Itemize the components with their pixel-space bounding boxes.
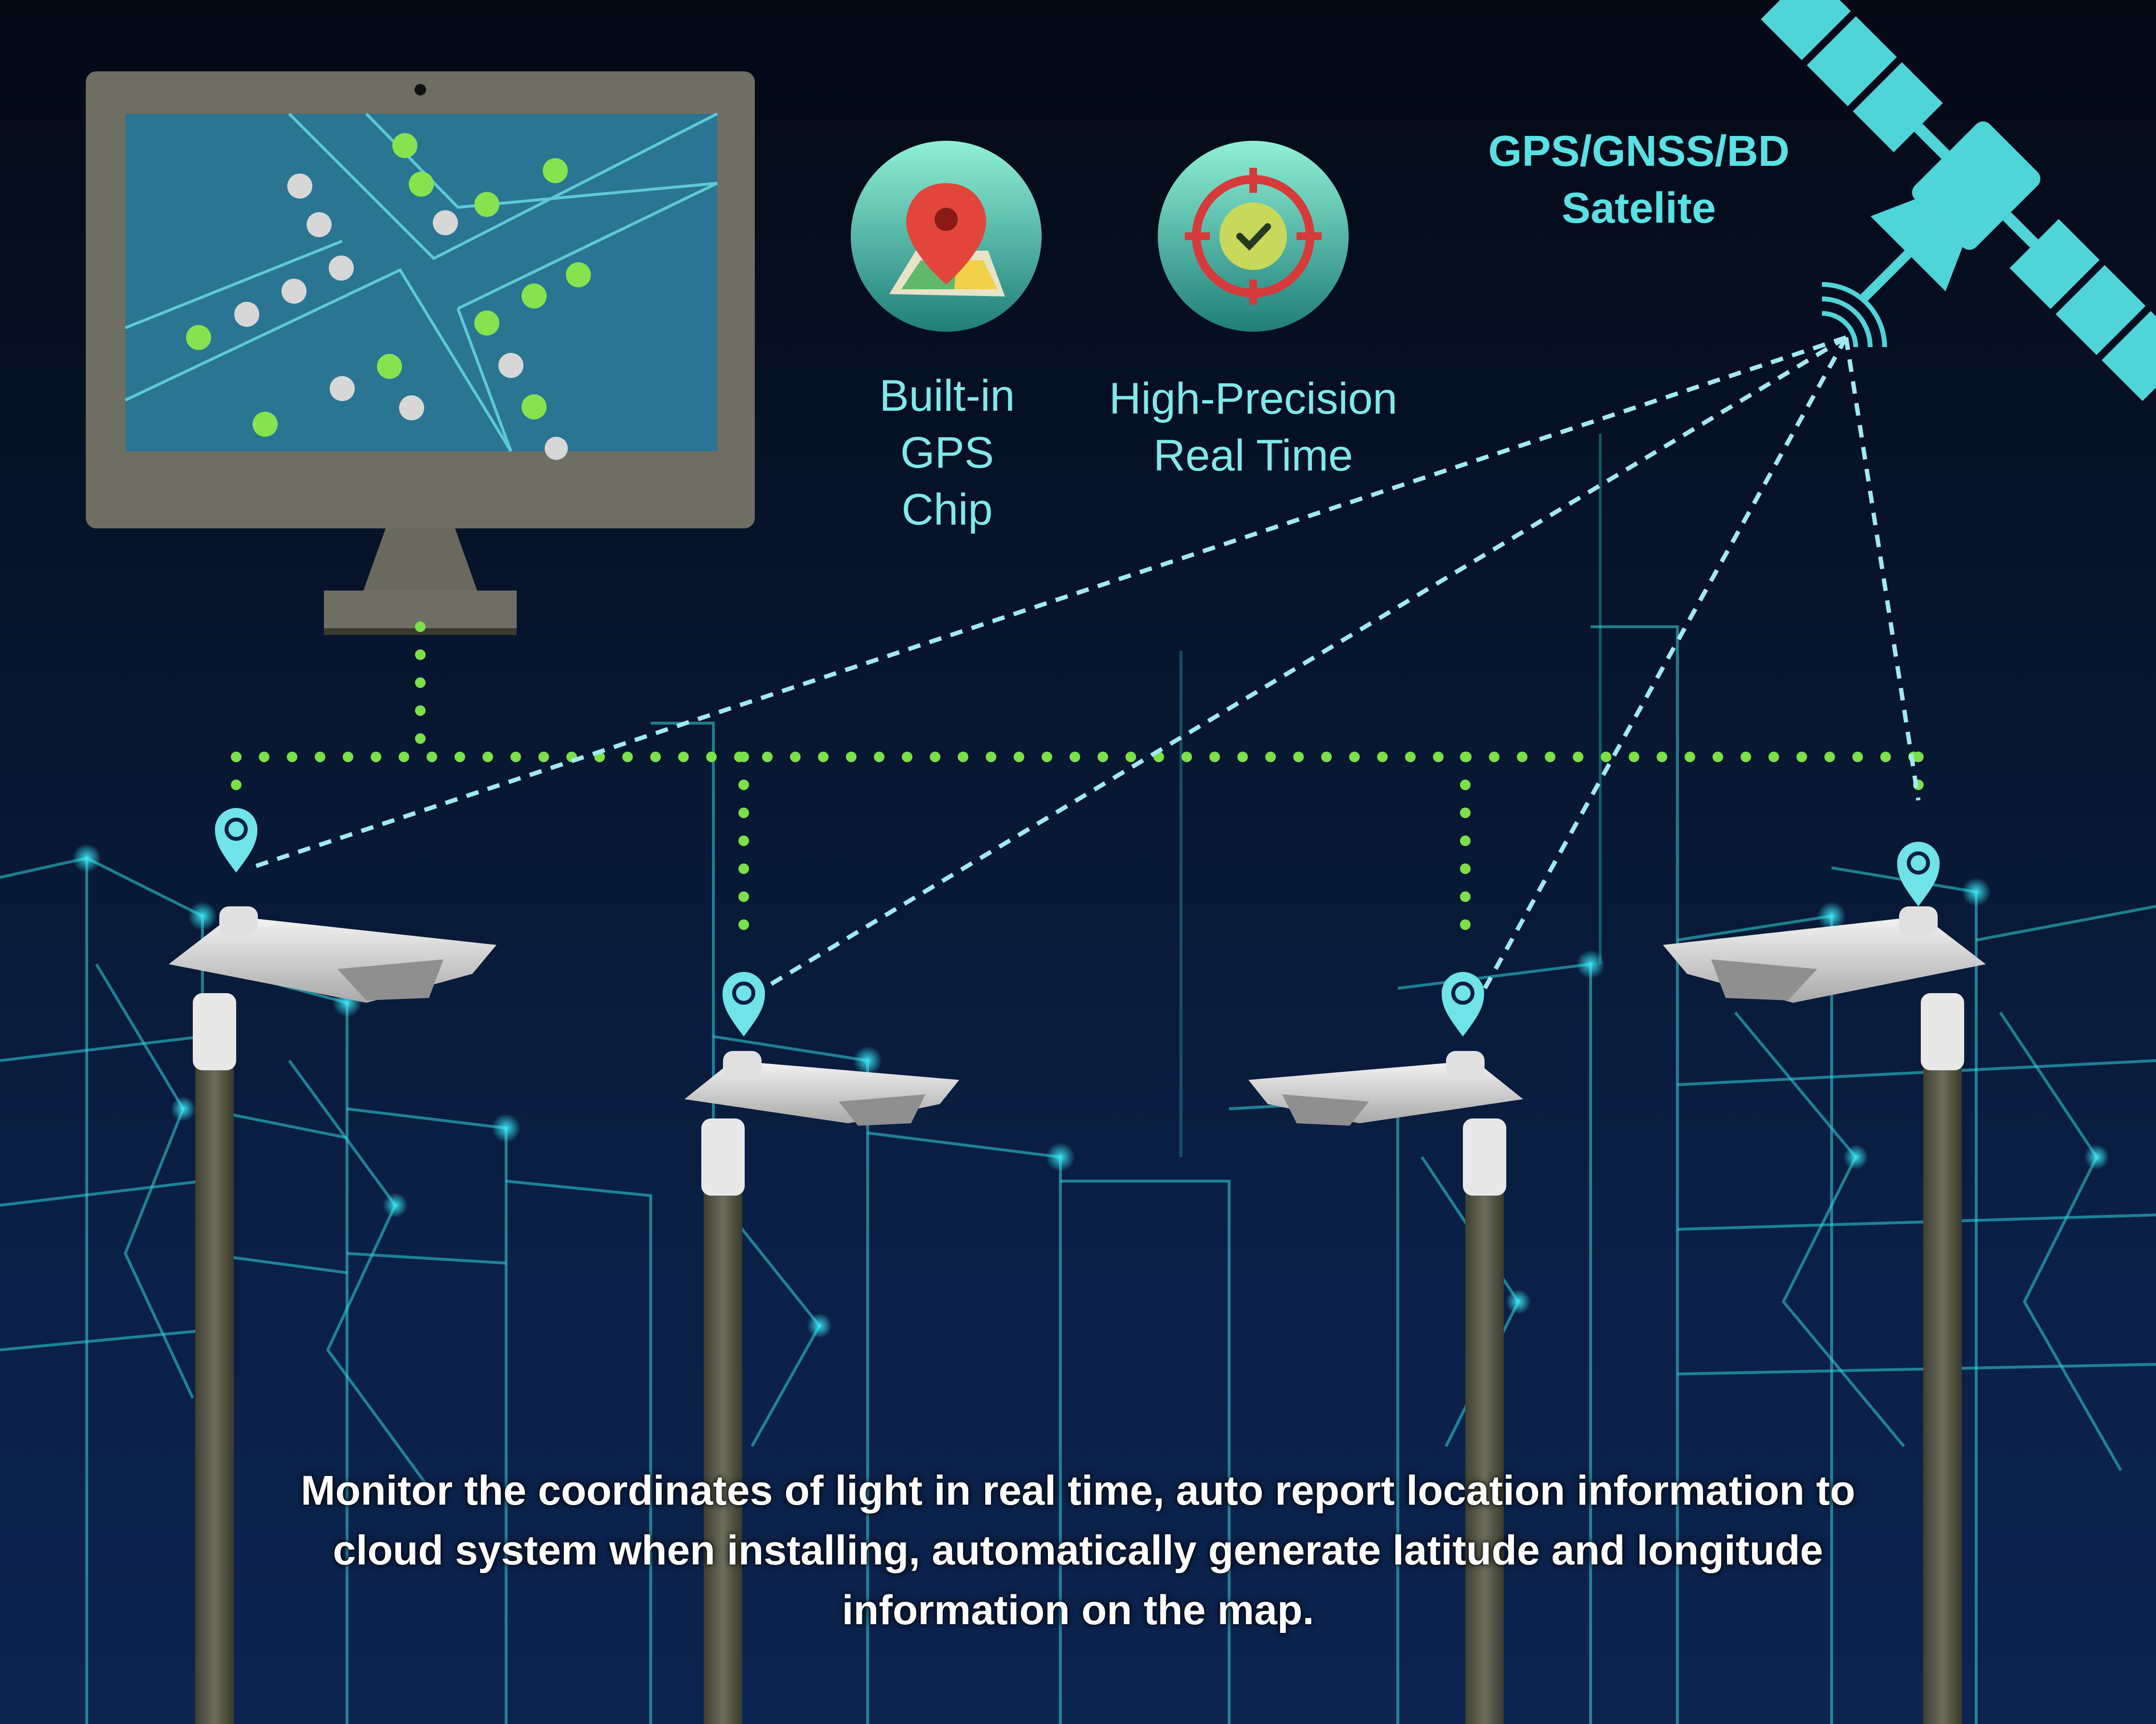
caption: Monitor the coordinates of light in real… bbox=[145, 1461, 2011, 1640]
map-pin-icon bbox=[851, 141, 1042, 332]
satellite-label: GPS/GNSS/BD Satelite bbox=[1446, 123, 1832, 237]
map-screen bbox=[124, 112, 718, 460]
target-icon bbox=[1158, 141, 1349, 332]
feature-precision-label-line1: High-Precision bbox=[1109, 374, 1398, 423]
feature-gps-label-line3: Chip bbox=[901, 485, 993, 534]
feature-precision-label-line2: Real Time bbox=[1153, 431, 1353, 480]
street-light-3 bbox=[1248, 1051, 1523, 1724]
feature-gps-label: Built-in GPS Chip bbox=[798, 367, 1097, 538]
caption-line3: information on the map. bbox=[842, 1587, 1314, 1633]
network-wiring bbox=[231, 621, 1924, 941]
street-light-1 bbox=[169, 906, 496, 1724]
satellite-signal-lines bbox=[250, 335, 1921, 997]
map-markers bbox=[186, 133, 591, 460]
feature-gps-label-line1: Built-in bbox=[879, 371, 1015, 420]
caption-line1: Monitor the coordinates of light in real… bbox=[300, 1468, 1856, 1514]
feature-gps-label-line2: GPS bbox=[900, 428, 994, 477]
location-pin-icon bbox=[1897, 842, 1940, 906]
satellite-icon bbox=[1761, 0, 2156, 401]
street-light-2 bbox=[684, 1051, 959, 1724]
feature-precision-label: High-Precision Real Time bbox=[1036, 370, 1470, 484]
monitor-icon bbox=[86, 71, 755, 635]
satellite-label-line1: GPS/GNSS/BD bbox=[1488, 127, 1790, 175]
location-pin-icon bbox=[215, 808, 257, 873]
satellite-label-line2: Satelite bbox=[1561, 184, 1716, 232]
location-pin-icon bbox=[723, 972, 765, 1037]
wireframe-city-nodes bbox=[72, 844, 2109, 1338]
location-pin-icon bbox=[1442, 972, 1484, 1037]
caption-line2: cloud system when installing, automatica… bbox=[333, 1527, 1823, 1574]
street-light-4 bbox=[1663, 906, 1986, 1724]
